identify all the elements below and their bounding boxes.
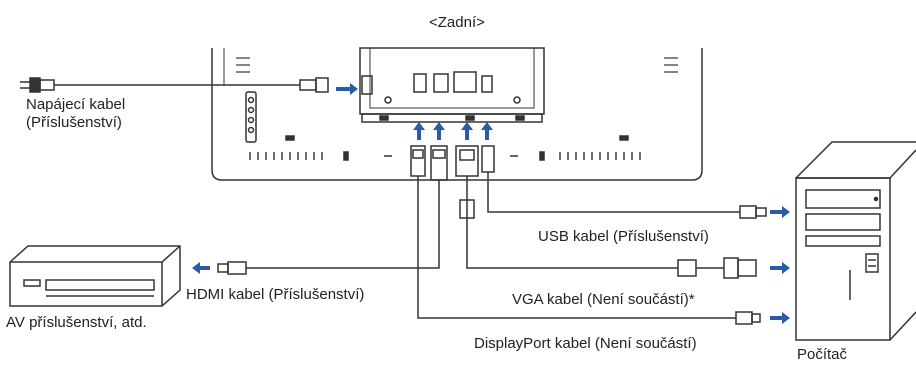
power-cable-label: Napájecí kabel bbox=[26, 96, 126, 113]
hdmi-cable-label: HDMI kabel (Příslušenství) bbox=[186, 286, 365, 303]
title: <Zadní> bbox=[429, 14, 485, 31]
vga-out-arrow bbox=[770, 262, 790, 274]
vga-end-plug bbox=[737, 259, 757, 277]
computer bbox=[795, 141, 916, 341]
power-plug bbox=[29, 77, 41, 93]
hdmi-arrow bbox=[433, 122, 445, 140]
input-arrows bbox=[336, 83, 493, 140]
power-arrow bbox=[336, 83, 358, 95]
dp-end-plug bbox=[735, 311, 753, 325]
av-device bbox=[9, 245, 181, 307]
dp-port bbox=[413, 73, 427, 93]
vga-port bbox=[453, 71, 477, 93]
vga-cable-label: VGA kabel (Není součástí)* bbox=[512, 291, 695, 308]
usb-arrow bbox=[481, 122, 493, 140]
connector-block bbox=[359, 47, 545, 115]
cable-plugs bbox=[410, 145, 495, 181]
dp-arrow bbox=[413, 122, 425, 140]
control-panel bbox=[245, 91, 257, 143]
usb-port bbox=[481, 75, 493, 93]
vga-ferrite-2 bbox=[677, 259, 697, 277]
output-arrows bbox=[192, 206, 790, 324]
hdmi-end-plug bbox=[227, 261, 247, 275]
power-inlet bbox=[361, 75, 373, 95]
pc-ports bbox=[865, 253, 879, 273]
power-cable-note: (Příslušenství) bbox=[26, 114, 122, 131]
vga-arrow bbox=[461, 122, 473, 140]
hdmi-port bbox=[433, 73, 449, 93]
computer-label: Počítač bbox=[797, 346, 848, 363]
vga-ferrite bbox=[459, 199, 475, 219]
cable-runs bbox=[217, 172, 767, 325]
av-device-label: AV příslušenství, atd. bbox=[6, 314, 147, 331]
monitor-rear bbox=[211, 47, 703, 181]
vga-line bbox=[466, 176, 678, 269]
power-cable bbox=[20, 77, 329, 93]
hdmi-out-arrow bbox=[192, 262, 210, 274]
hdmi-line bbox=[246, 180, 440, 269]
dp-out-arrow bbox=[770, 312, 790, 324]
usb-cable-label: USB kabel (Příslušenství) bbox=[538, 228, 709, 245]
dp-cable-label: DisplayPort kabel (Není součástí) bbox=[474, 335, 697, 352]
usb-end-plug bbox=[739, 205, 757, 219]
dp-line bbox=[417, 176, 736, 319]
usb-out-arrow bbox=[770, 206, 790, 218]
usb-line bbox=[487, 172, 740, 213]
usb-plug bbox=[481, 145, 495, 173]
